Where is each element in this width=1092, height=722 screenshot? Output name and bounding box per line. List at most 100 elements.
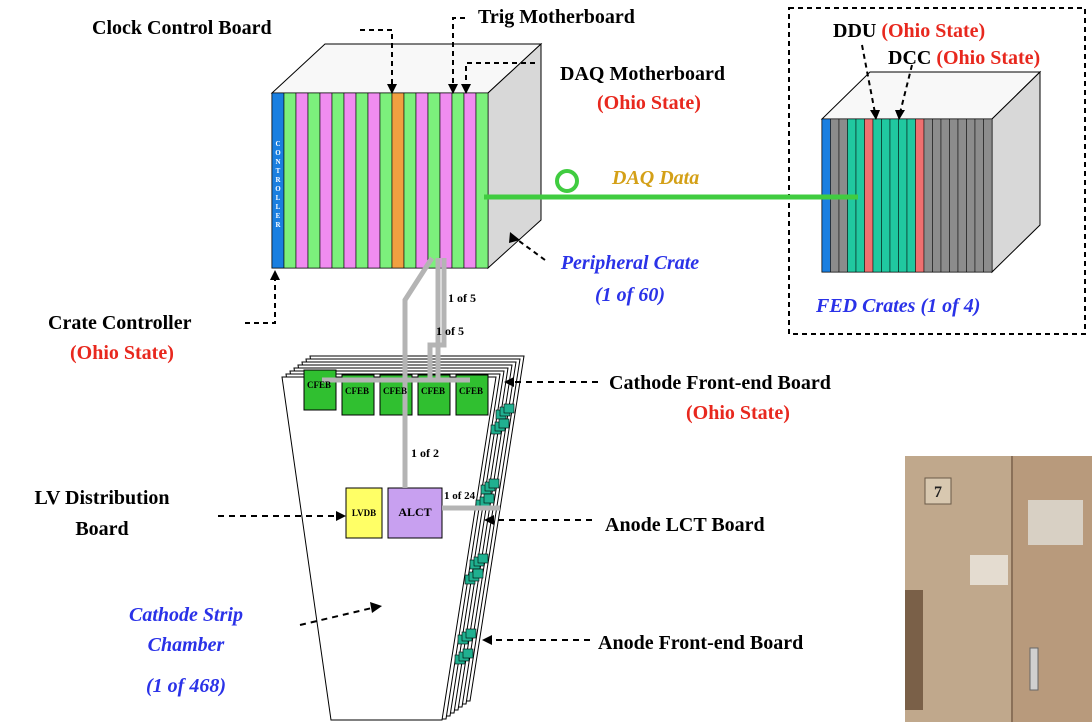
controller-letter: N	[275, 158, 280, 166]
dcc-label: DCC (Ohio State)	[888, 46, 1040, 70]
crate-slot-tmb	[319, 92, 333, 269]
lvdb-label-line2: Board	[75, 518, 129, 540]
ddu-callout	[861, 44, 876, 114]
afeb-chip	[498, 418, 510, 429]
fed-slot	[906, 118, 916, 273]
cfeb-box-label-4: CFEB	[420, 386, 445, 396]
ratio-1-of-24: 1 of 24	[444, 490, 476, 502]
cfeb-box-label-3: CFEB	[382, 386, 407, 396]
crate-slot-dmb	[379, 92, 393, 269]
fed-slot	[932, 118, 942, 273]
cabinet-door-right	[1012, 456, 1092, 722]
fed-slot	[923, 118, 933, 273]
crate-slot-dmb	[451, 92, 465, 269]
ddu-label: DDU (Ohio State)	[833, 19, 985, 43]
crate-slot-dmb	[427, 92, 441, 269]
fed-crate-enclosure	[788, 7, 1086, 335]
fed-slot	[864, 118, 874, 273]
fed-slot	[940, 118, 950, 273]
cfeb-org: (Ohio State)	[686, 402, 790, 424]
clock-control-label: Clock Control Board	[92, 17, 272, 39]
afeb-chip	[465, 628, 477, 639]
csc-callout	[299, 607, 373, 626]
lvdb-box	[345, 487, 383, 539]
alct-box-label: ALCT	[398, 505, 432, 519]
afeb-chip	[483, 493, 495, 504]
fed-slot	[881, 118, 891, 273]
controller-letter: O	[275, 185, 281, 193]
lvdb-box-label: LVDB	[351, 508, 377, 518]
crate-slot-dmb	[355, 92, 369, 269]
crate-slot-dmb	[307, 92, 321, 269]
daq-motherboard-label: DAQ Motherboard	[560, 63, 725, 85]
cabinet-number: 7	[934, 484, 942, 501]
crate-callout-arrows	[270, 84, 520, 280]
crate-controller-callout	[245, 275, 276, 324]
fed-crate	[820, 70, 1042, 274]
crate-slot-tmb	[343, 92, 357, 269]
cabinet-door-left	[905, 456, 1015, 722]
fed-crates-label: FED Crates (1 of 4)	[816, 295, 981, 317]
controller-letter: O	[275, 149, 281, 157]
fed-callouts	[861, 44, 913, 114]
cabinet-photo: 7	[905, 456, 1092, 722]
crate-slot-ccb	[391, 92, 405, 269]
afeb-chip	[503, 403, 515, 414]
daq-data-label: DAQ Data	[612, 167, 700, 189]
fed-slot	[983, 118, 993, 273]
fed-slot	[974, 118, 984, 273]
dcc-org: (Ohio State)	[936, 47, 1041, 69]
crate-callouts	[245, 17, 546, 324]
clock-control-callout	[360, 29, 393, 88]
crate-slot-dmb	[331, 92, 345, 269]
daq-mb-callout	[465, 62, 535, 88]
crate-slot-dmb	[403, 92, 417, 269]
cfeb-box-label-1: CFEB	[306, 380, 331, 390]
ratio-1-of-5-a: 1 of 5	[448, 291, 476, 305]
afeb-chip	[477, 553, 489, 564]
fed-slot	[889, 118, 899, 273]
controller-letter: C	[275, 140, 280, 148]
peripheral-crate-count: (1 of 60)	[595, 284, 665, 306]
trig-motherboard-label: Trig Motherboard	[478, 6, 635, 28]
controller-letter: L	[276, 194, 281, 202]
afeb-boards	[454, 403, 515, 665]
fed-slot	[872, 118, 882, 273]
controller-letter: R	[275, 221, 281, 229]
cabinet-shadow	[905, 590, 923, 710]
cfeb-label: Cathode Front-end Board	[609, 372, 831, 394]
crate-slot-tmb	[367, 92, 381, 269]
ddu-name: DDU	[833, 20, 877, 42]
controller-letter: E	[276, 212, 281, 220]
afeb-chip	[462, 648, 474, 659]
fed-slot	[898, 118, 908, 273]
afeb-label: Anode Front-end Board	[598, 632, 804, 654]
afeb-chip	[488, 478, 500, 489]
crate-controller-org: (Ohio State)	[70, 342, 174, 364]
peripheral-crate-label: Peripheral Crate	[560, 252, 700, 274]
fed-slot	[966, 118, 976, 273]
chamber-callouts	[218, 381, 598, 641]
csc-label-line2: Chamber	[147, 634, 225, 656]
crate-controller-label: Crate Controller	[48, 312, 192, 334]
cable-cfeb-vert-2	[427, 258, 447, 380]
csc-count: (1 of 468)	[146, 675, 226, 697]
controller-letter: R	[275, 176, 281, 184]
fed-slot	[915, 118, 925, 273]
alct-box	[387, 487, 443, 539]
crate-slot-tmb	[463, 92, 477, 269]
crate-slot-tmb	[415, 92, 429, 269]
csc-label-line1: Cathode Strip	[129, 604, 243, 626]
lvdb-label-line1: LV Distribution	[34, 487, 170, 509]
cfeb-box-label-2: CFEB	[344, 386, 369, 396]
ddu-org: (Ohio State)	[881, 20, 986, 42]
ratio-1-of-5-b: 1 of 5	[436, 324, 464, 338]
cable-alct-crate	[402, 256, 435, 488]
cfeb-box-label-5: CFEB	[458, 386, 483, 396]
afeb-chip	[472, 568, 484, 579]
fed-slot	[949, 118, 959, 273]
trig-mb-callout	[452, 17, 465, 88]
crate-slot-dmb	[475, 92, 489, 269]
